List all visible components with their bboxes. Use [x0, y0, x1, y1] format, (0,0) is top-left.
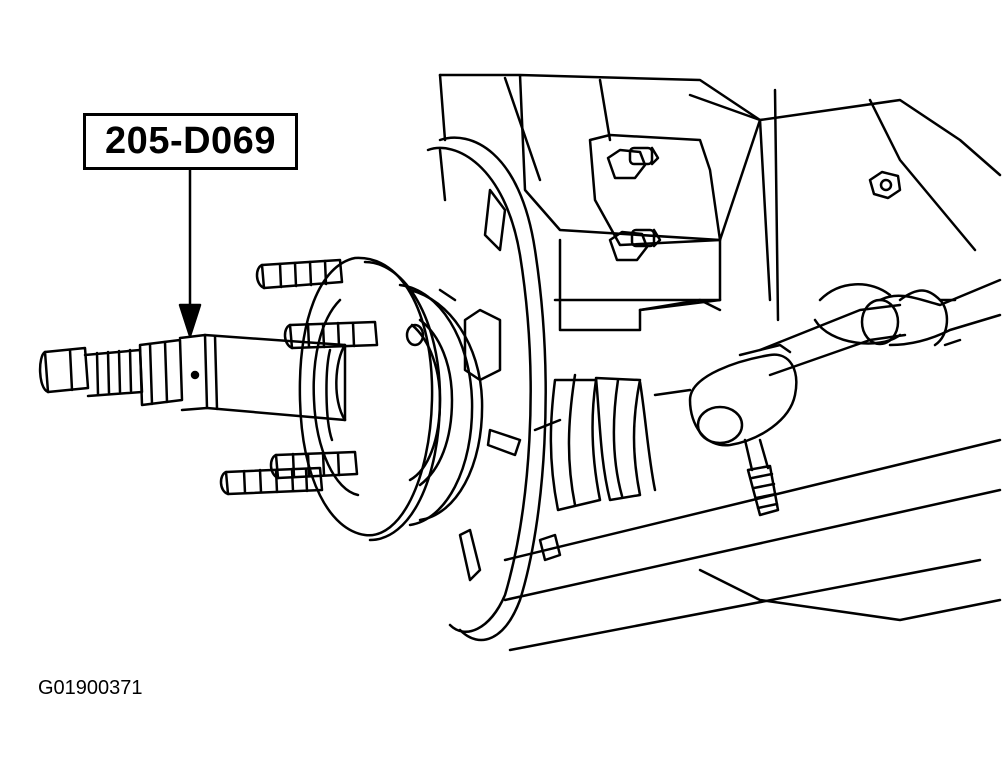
lower-control-arm: [503, 438, 1002, 652]
callout-arrow: [178, 168, 202, 338]
mounting-bolts: [606, 146, 902, 262]
cv-boot: [549, 373, 692, 512]
tool-shaft: [38, 333, 347, 422]
tie-rod-end: [688, 343, 798, 517]
figure-id: G01900371: [38, 677, 143, 699]
tie-rod: [758, 278, 1002, 377]
tool-number-label: 205-D069: [83, 113, 298, 170]
brake-rotor-shield: [426, 136, 562, 642]
steering-knuckle: [438, 73, 1002, 332]
